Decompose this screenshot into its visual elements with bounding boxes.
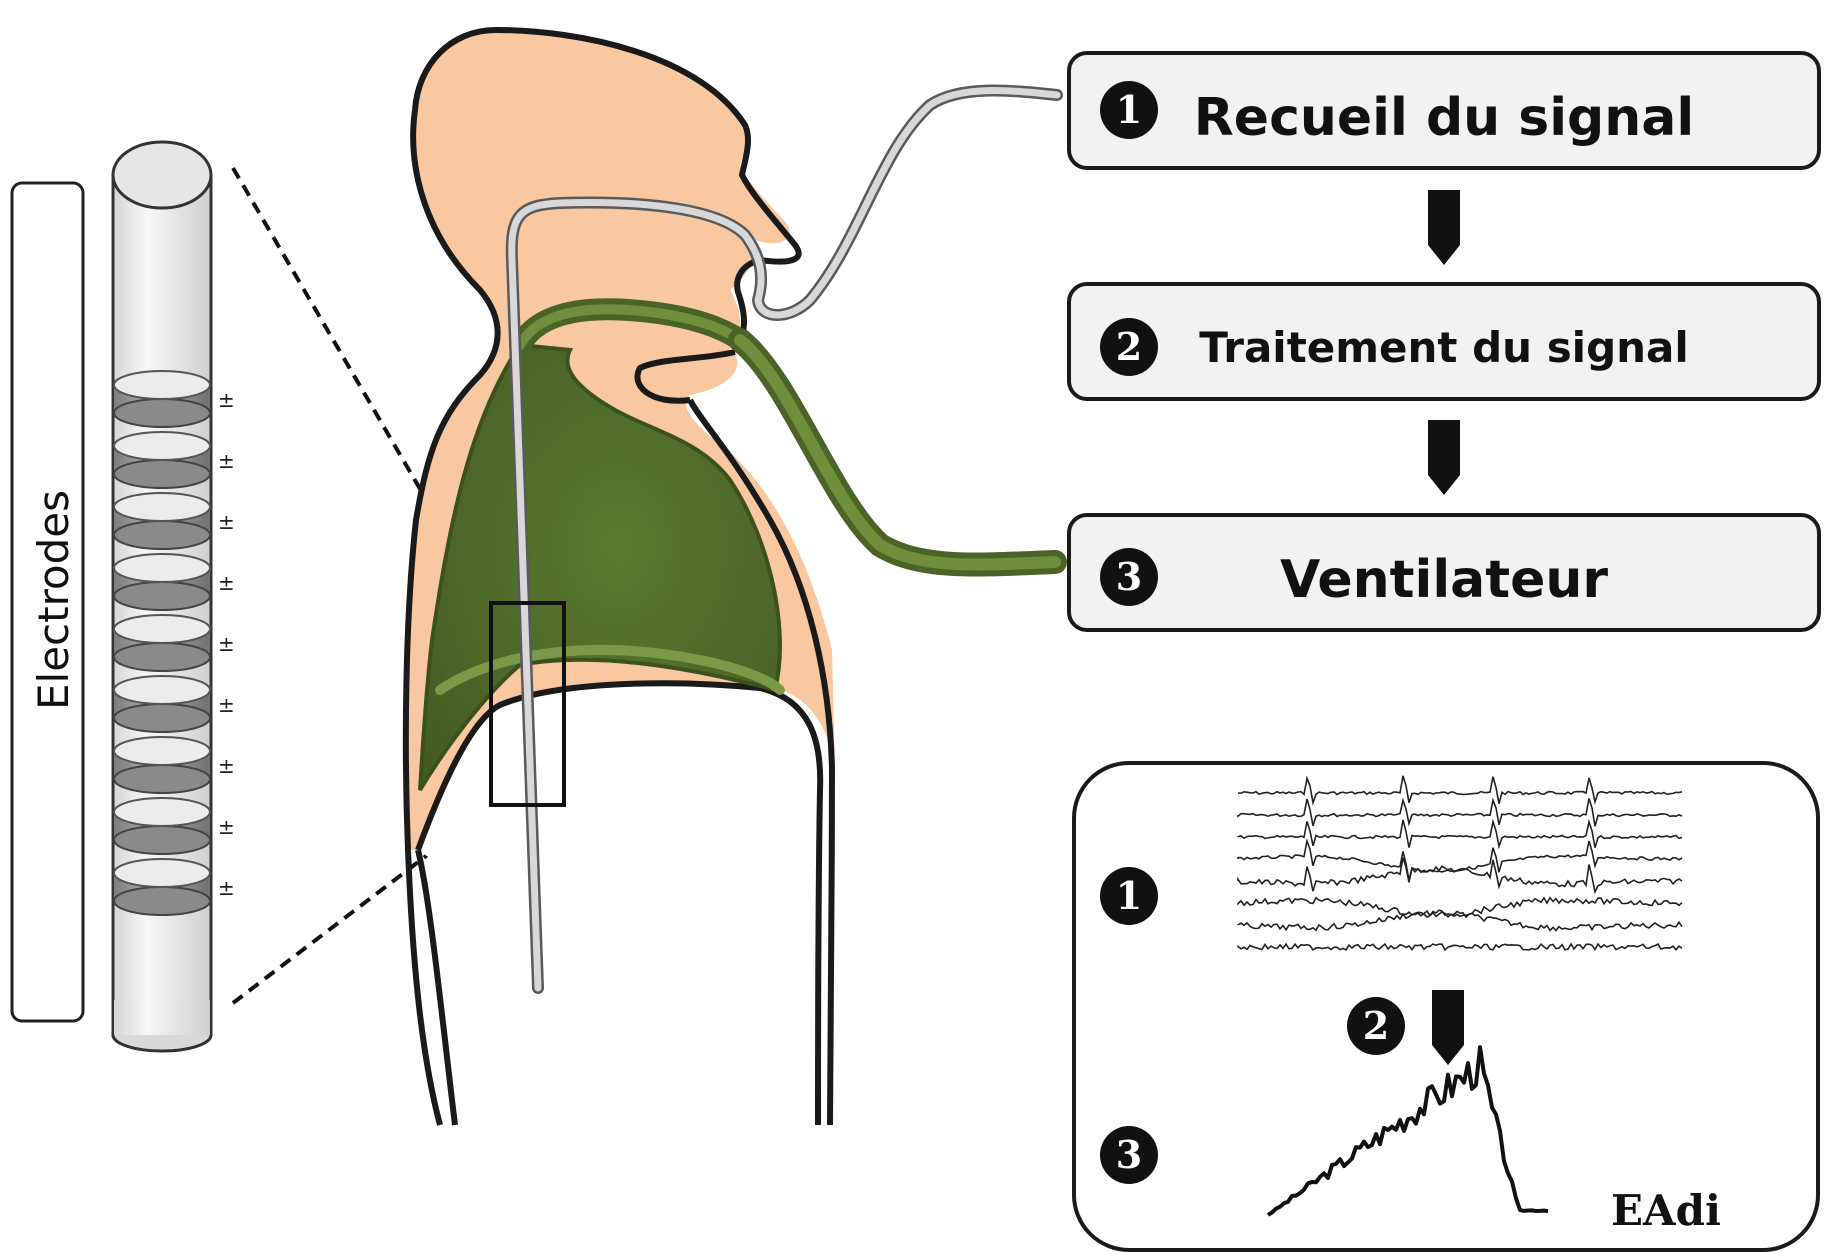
electrode-band [114,737,210,793]
electrode-band [114,859,210,915]
arrow-2-3 [1428,420,1460,495]
step-3-box: 3 Ventilateur [1069,515,1819,630]
electrode-polarity-sign: ± [218,754,235,778]
arrow-1-2 [1428,190,1460,265]
catheter-cylinder: ± ± ± ± ± ± ± ± ± [113,142,235,1051]
electrode-polarity-sign: ± [218,632,235,656]
step-3-number: 3 [1116,554,1142,599]
eadi-label: EAdi [1611,1186,1721,1235]
electrode-polarity-sign: ± [218,449,235,473]
electrode-band [114,615,210,671]
step-1-number: 1 [1116,87,1142,132]
electrode-band [114,432,210,488]
electrodes-label-box: Electrodes [12,183,83,1021]
electrode-band [114,798,210,854]
step-1-label: Recueil du signal [1194,88,1694,148]
step-3-label: Ventilateur [1280,550,1608,610]
electrodes-label: Electrodes [29,490,78,710]
electrode-band [114,554,210,610]
step-1-box: 1 Recueil du signal [1069,53,1819,168]
inset-number-2: 2 [1363,1003,1389,1048]
step-2-box: 2 Traitement du signal [1069,284,1819,399]
electrode-polarity-signs: ± ± ± ± ± ± ± ± ± [218,388,235,900]
electrode-polarity-sign: ± [218,876,235,900]
electrode-polarity-sign: ± [218,815,235,839]
electrode-polarity-sign: ± [218,693,235,717]
electrode-polarity-sign: ± [218,571,235,595]
electrode-bands [114,371,210,915]
signal-inset: 1 2 3 EAdi [1074,763,1818,1250]
electrode-band [114,493,210,549]
step-2-number: 2 [1116,324,1142,369]
electrode-band [114,371,210,427]
inset-number-3: 3 [1116,1132,1142,1177]
electrode-band [114,676,210,732]
electrode-polarity-sign: ± [218,388,235,412]
inset-number-1: 1 [1116,873,1142,918]
electrode-polarity-sign: ± [218,510,235,534]
step-2-label: Traitement du signal [1199,323,1689,372]
